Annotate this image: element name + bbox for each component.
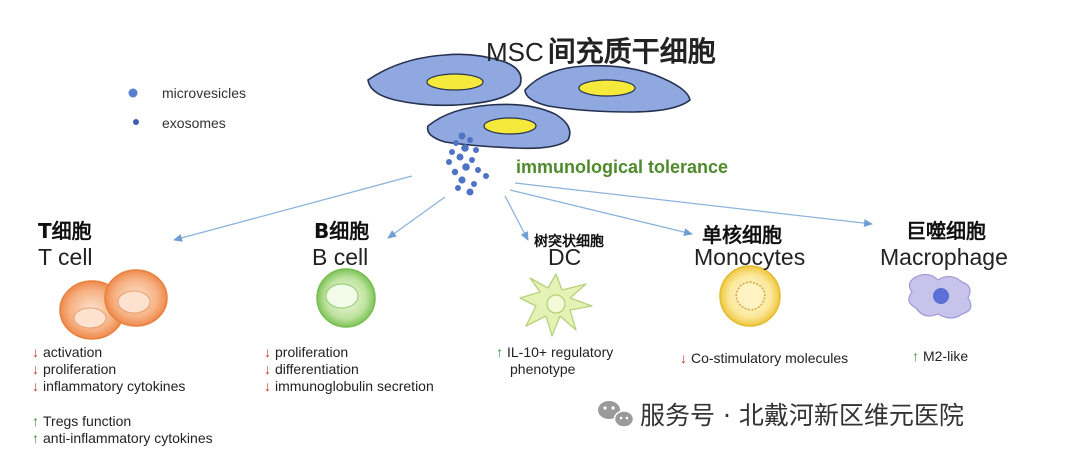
exosome-legend-dot <box>133 119 139 125</box>
arrow-to-t-cell <box>173 175 413 242</box>
legend-exosomes-label: exosomes <box>162 115 226 131</box>
up-arrow-icon: ↑ <box>32 430 39 446</box>
microvesicle-legend-dot <box>128 88 138 98</box>
t-cell-en-label: T cell <box>38 244 93 270</box>
t-cell-effects: ↓activation ↓proliferation ↓inflammatory… <box>32 344 213 447</box>
macrophage-image <box>908 273 972 319</box>
down-arrow-icon: ↓ <box>680 350 687 366</box>
macrophage-cn-label: 巨噬细胞 <box>906 219 986 243</box>
wechat-icon <box>598 401 635 428</box>
down-arrow-icon: ↓ <box>264 344 271 360</box>
dc-cn-label: 树突状细胞 <box>534 234 604 250</box>
dc-effects: ↑IL-10+ regulatory phenotype <box>496 344 613 378</box>
down-arrow-icon: ↓ <box>32 361 39 377</box>
macrophage-en-label: Macrophage <box>880 244 1008 270</box>
down-arrow-icon: ↓ <box>264 378 271 394</box>
effect-row: ↓differentiation <box>264 361 359 377</box>
effect-row: ↓proliferation <box>32 361 117 377</box>
down-arrow-icon: ↓ <box>32 344 39 360</box>
monocytes-effects: ↓Co-stimulatory molecules <box>680 350 848 367</box>
effect-row: ↓Co-stimulatory molecules <box>680 350 849 366</box>
up-arrow-icon: ↑ <box>496 344 503 360</box>
immunological-tolerance-label: immunological tolerance <box>516 157 729 177</box>
msc-cell <box>426 103 571 150</box>
t-cell-image <box>59 269 168 340</box>
b-cell-cn-label: B细胞 <box>314 219 370 243</box>
arrows <box>173 175 873 242</box>
macrophage-effects: ↑M2-like <box>912 348 968 365</box>
vesicle-cluster <box>446 132 489 196</box>
effect-row: ↓proliferation <box>264 344 349 360</box>
monocytes-en-label: Monocytes <box>694 244 806 270</box>
title-msc: MSC <box>486 37 544 67</box>
dc-image <box>519 273 593 337</box>
effect-row: ↑IL-10+ regulatory <box>496 344 614 360</box>
effect-row: ↑Tregs function <box>32 413 132 429</box>
arrow-to-dc <box>504 195 529 241</box>
arrow-to-monocytes <box>509 189 693 237</box>
up-arrow-icon: ↑ <box>32 413 39 429</box>
effect-row: ↑M2-like <box>912 348 969 364</box>
arrow-to-macrophage <box>514 182 873 228</box>
arrow-to-b-cell <box>387 196 446 239</box>
effect-row: phenotype <box>510 361 576 377</box>
b-cell-en-label: B cell <box>312 244 369 270</box>
up-arrow-icon: ↑ <box>912 348 919 364</box>
msc-cell <box>367 53 522 107</box>
watermark: 服务号 · 北戴河新区维元医院 <box>598 396 964 432</box>
watermark-text: 服务号 · 北戴河新区维元医院 <box>640 401 964 430</box>
down-arrow-icon: ↓ <box>264 361 271 377</box>
monocyte-image <box>719 265 781 327</box>
legend-microvesicles-label: microvesicles <box>162 85 247 101</box>
monocytes-cn-label: 单核细胞 <box>702 223 782 247</box>
effect-row: ↑anti-inflammatory cytokines <box>32 430 213 446</box>
b-cell-image <box>316 268 376 328</box>
t-cell-cn-label: T细胞 <box>38 219 92 243</box>
b-cell-effects: ↓proliferation ↓differentiation ↓immunog… <box>264 344 434 395</box>
effect-row: ↓inflammatory cytokines <box>32 378 186 394</box>
msc-cell <box>524 64 691 113</box>
down-arrow-icon: ↓ <box>32 378 39 394</box>
dc-en-label: DC <box>548 244 582 270</box>
effect-row: ↓immunoglobulin secretion <box>264 378 434 394</box>
title-msc-cn: 间充质干细胞 <box>547 35 716 68</box>
effect-row: ↓activation <box>32 344 103 360</box>
